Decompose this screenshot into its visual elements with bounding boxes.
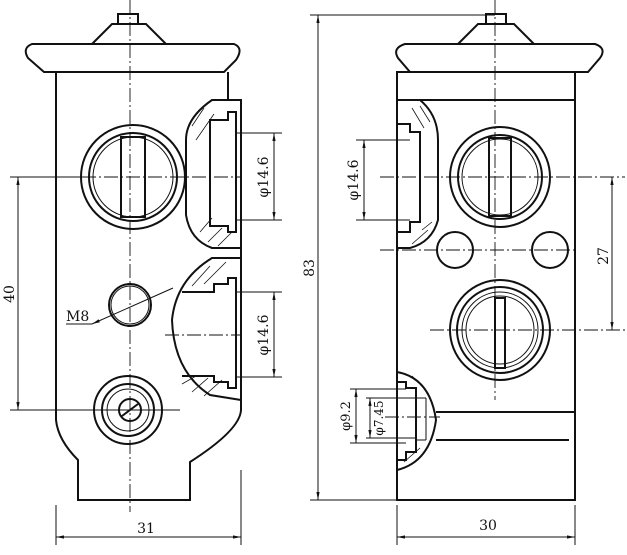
upper-cutaway bbox=[185, 99, 241, 249]
dim-small-port-outer: φ9.2 bbox=[339, 401, 354, 431]
dim-lower-port-left: φ14.6 bbox=[256, 314, 272, 355]
dim-27: 27 bbox=[596, 247, 612, 265]
label-m8: M8 bbox=[66, 309, 89, 325]
flange bbox=[24, 43, 241, 73]
cap-dome bbox=[91, 23, 167, 45]
lower-cutaway bbox=[170, 257, 242, 401]
valve-body-right bbox=[396, 71, 576, 501]
valve-body bbox=[55, 72, 242, 501]
dim-40: 40 bbox=[2, 285, 18, 303]
left-view: 40 31 M8 φ14.6 φ14.6 bbox=[2, 0, 282, 545]
dim-upper-port-right: φ14.6 bbox=[346, 159, 362, 200]
cap-nub bbox=[117, 13, 139, 25]
dim-30: 30 bbox=[479, 518, 497, 534]
dim-31: 31 bbox=[137, 521, 155, 537]
dim-83: 83 bbox=[302, 259, 318, 277]
flange-right bbox=[395, 43, 604, 73]
right-view: 83 27 30 φ14.6 φ9.2 φ7.45 bbox=[302, 0, 625, 545]
dim-small-port-inner: φ7.45 bbox=[372, 400, 386, 435]
dim-upper-port-left: φ14.6 bbox=[256, 156, 272, 197]
